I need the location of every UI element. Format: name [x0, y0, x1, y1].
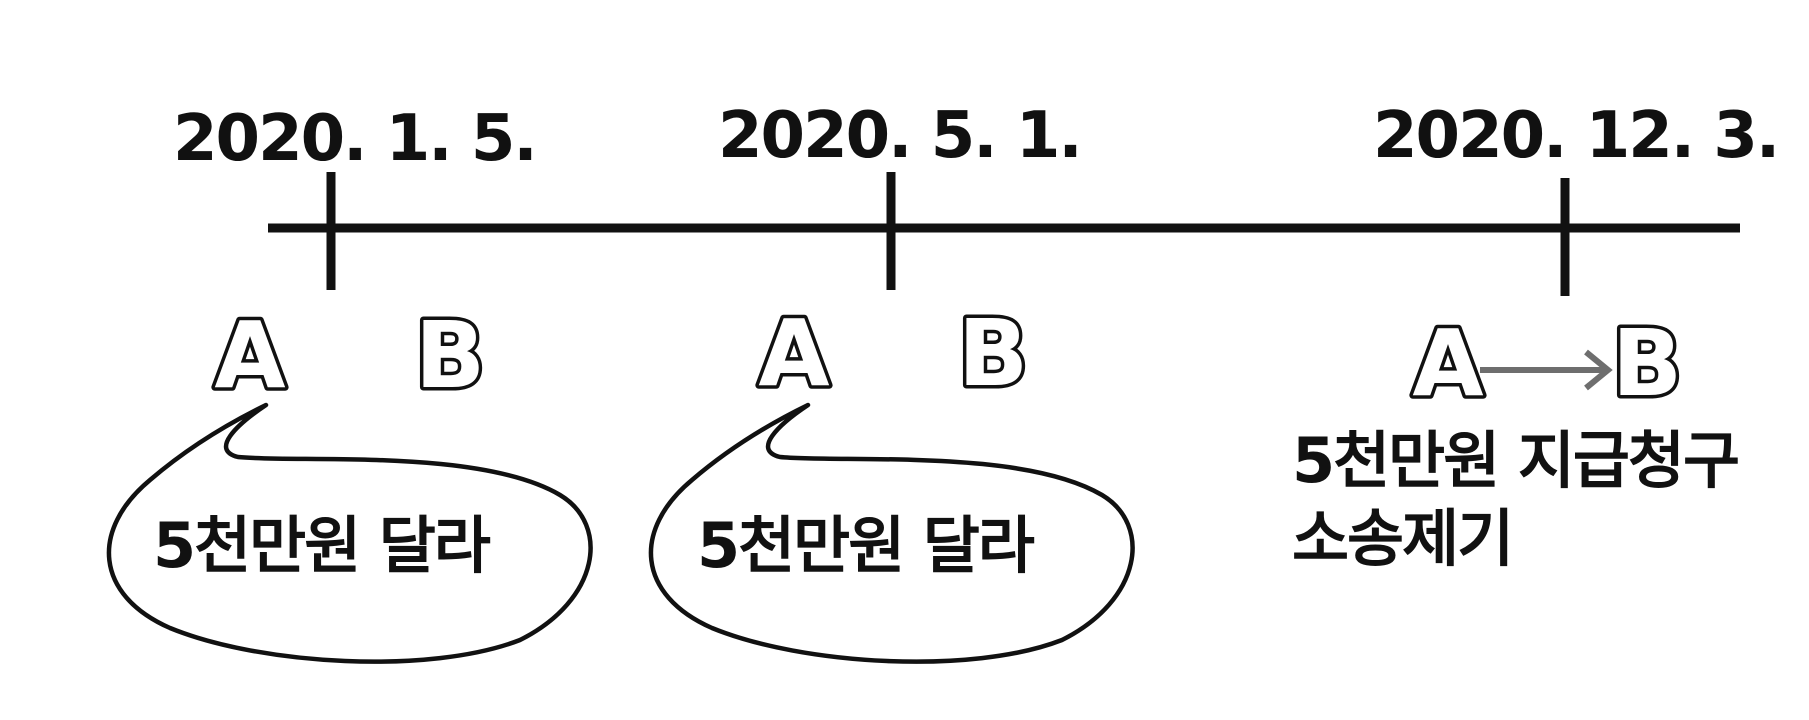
lawsuit-note-line-2: 소송제기 — [1292, 502, 1512, 575]
speech-text-1: 5천만원 달라 — [153, 509, 491, 582]
party-a-1: A — [214, 302, 285, 409]
speech-bubble-1 — [106, 402, 593, 664]
speech-text-2: 5천만원 달라 — [697, 509, 1035, 582]
date-label-2: 2020. 5. 1. — [718, 99, 1081, 173]
lawsuit-note-line-1: 5천만원 지급청구 — [1292, 424, 1738, 497]
party-b-2: B — [958, 300, 1028, 407]
party-a-3: A — [1412, 310, 1483, 417]
party-b-1: B — [415, 302, 485, 409]
party-a-2: A — [758, 300, 829, 407]
speech-bubble-2 — [648, 402, 1135, 664]
party-b-3: B — [1612, 310, 1682, 417]
date-label-3: 2020. 12. 3. — [1373, 99, 1778, 173]
date-label-1: 2020. 1. 5. — [173, 102, 536, 176]
claim-arrow-head — [1584, 349, 1613, 391]
